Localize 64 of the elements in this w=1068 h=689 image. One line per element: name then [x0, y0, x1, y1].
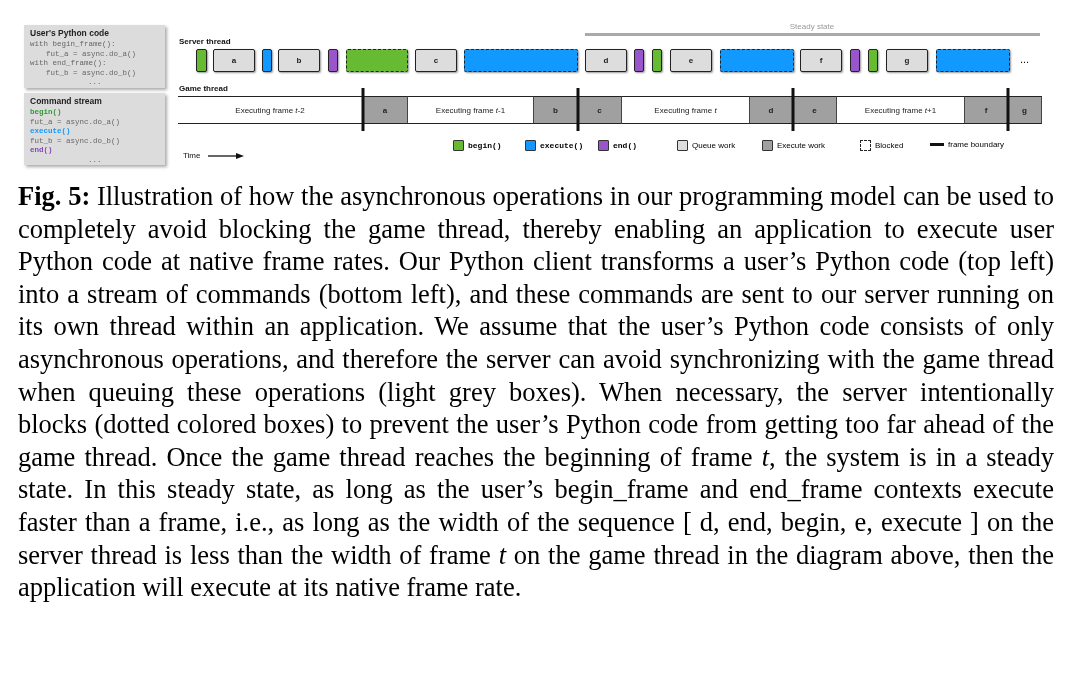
box-label: g — [904, 56, 910, 65]
legend-label: end() — [613, 141, 637, 150]
box-label: f — [819, 56, 823, 65]
segment-label: e — [812, 105, 817, 115]
box-label: e — [688, 56, 694, 65]
blocked-box — [720, 49, 794, 72]
execute-work-segment — [534, 96, 578, 124]
segment-label: Executing frame t-2 — [235, 105, 305, 115]
box-label: a — [231, 56, 237, 65]
box-label: c — [433, 56, 439, 65]
row-label: Server thread — [179, 37, 231, 46]
execute-work-segment — [793, 96, 837, 124]
queue-work-box — [585, 49, 627, 72]
legend-label: frame boundary — [948, 140, 1005, 149]
execute-work-segment — [578, 96, 622, 124]
blocked-box — [936, 49, 1010, 72]
segment-label: Executing frame t+1 — [864, 105, 937, 115]
axis-label: Time — [183, 151, 201, 160]
code-panel — [24, 25, 165, 88]
command-box — [196, 49, 207, 72]
execute-work-segment — [363, 96, 408, 124]
figure-caption: Fig. 5: Illustration of how the asynchronous operations in our programming model can be used to completely avoid blocking the game thread, thereby enabling an application to execute user Python code at native frame rates. Our Python client transforms a user’s Python code (top left) into a stream of commands (bottom left), and these commands are sent to our server running on its own thread within an application. We assume that the user’s Python code consists of only asynchronous operations, and therefore the server can avoid synchronizing with the game thread when queuing these operations (light grey boxes). When necessary, the server intentionally blocks (dotted colored boxes) to prevent the user’s Python code from getting too far ahead of the game thread. Once the game thread reaches the beginning of frame t, the system is in a steady state. In this steady state, as long as the user’s begin_frame and end_frame contexts execute faster than a frame, i.e., as long as the width of the sequence [ d, end, begin, e, execute ] on the server thread is less than the width of frame t on the game thread in the diagram above, then the application will execute at its native frame rate. — [18, 180, 1054, 604]
command-box — [850, 49, 860, 72]
segment-label: d — [768, 105, 774, 115]
legend-label: Blocked — [875, 141, 904, 150]
blocked-box — [346, 49, 408, 72]
ellipsis: ... — [1020, 53, 1030, 65]
segment-label: Executing frame t — [654, 105, 717, 115]
execute-work-segment — [1008, 96, 1042, 124]
execute-work-segment — [750, 96, 793, 124]
panel-heading: Command stream — [30, 96, 103, 106]
legend-label: Execute work — [777, 141, 826, 150]
queue-work-box — [800, 49, 842, 72]
blocked-box — [464, 49, 578, 72]
command-box — [262, 49, 272, 72]
command-box — [868, 49, 878, 72]
frame-segment — [408, 96, 534, 124]
command-box — [328, 49, 338, 72]
section-label: Steady state — [789, 22, 835, 31]
command-box — [652, 49, 662, 72]
execute-work-segment — [965, 96, 1008, 124]
panel-heading: User's Python code — [30, 28, 110, 38]
frame-segment — [622, 96, 750, 124]
box-label: b — [296, 56, 302, 65]
row-label: Game thread — [179, 84, 228, 93]
queue-work-box — [886, 49, 928, 72]
legend-label: Queue work — [692, 141, 736, 150]
queue-work-box — [670, 49, 712, 72]
frame-segment — [178, 96, 363, 124]
segment-label: b — [553, 105, 558, 115]
code-panel — [24, 93, 165, 165]
segment-label: Executing frame t-1 — [435, 105, 506, 115]
legend-label: begin() — [468, 141, 502, 150]
frame-segment — [837, 96, 965, 124]
queue-work-box — [415, 49, 457, 72]
command-box — [634, 49, 644, 72]
queue-work-box — [278, 49, 320, 72]
segment-label: c — [597, 105, 602, 115]
segment-label: a — [382, 105, 388, 115]
legend-label: execute() — [540, 141, 584, 150]
queue-work-box — [213, 49, 255, 72]
box-label: d — [603, 56, 609, 65]
segment-label: g — [1022, 105, 1027, 115]
segment-label: f — [984, 105, 988, 115]
